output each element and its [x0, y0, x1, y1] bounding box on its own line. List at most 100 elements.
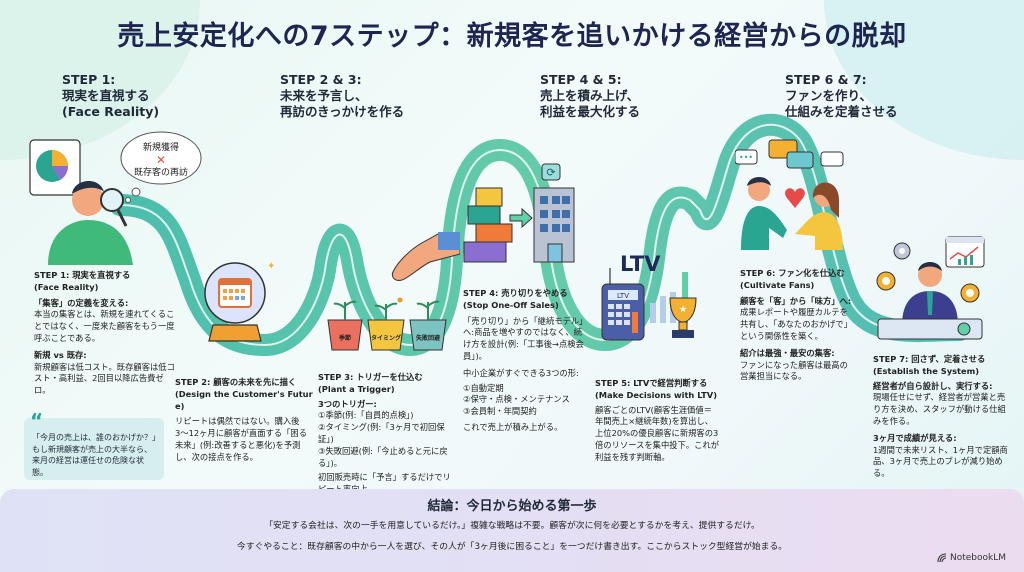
phase-step-label: STEP 6 & 7:	[785, 72, 867, 87]
pot-2: タイミング	[367, 302, 405, 351]
step-subtitle: (Cultivate Fans)	[740, 279, 815, 290]
paragraph-body: リピートは偶然ではない。購入後3〜12ヶ月に顧客が直面する「困る未来」(例:改善…	[175, 416, 307, 462]
pot-1: 季節	[327, 300, 363, 351]
phase-line1: 現実を直視する	[62, 88, 150, 103]
paragraph-heading: 「集客」の定義を変える:	[34, 297, 129, 308]
paragraph-body: 顧客ごとのLTV(顧客生涯価値＝年間売上×継続年数)を算出し、上位20%の優良顧…	[595, 404, 720, 462]
step-subtitle: (Face Reality)	[34, 281, 99, 292]
phase-step-label: STEP 4 & 5:	[540, 72, 622, 87]
paragraph-heading: 新規 vs 既存:	[34, 349, 87, 360]
step-subtitle: (Stop One-Off Sales)	[463, 299, 559, 310]
quote-text: 「今月の売上は、誰のおかげか？」もし新規顧客が売上の大半なら、来月の経営は運任せ…	[32, 433, 156, 477]
phase-line2: 仕組みを定着させる	[785, 104, 898, 119]
list-item: ③失敗回避(例:「今止めると元に戻る」)。	[318, 445, 448, 468]
paragraph-body: 1週間で未来リスト、1ヶ月で定額商品、3ヶ月で売上のブレが減り始める。	[873, 444, 1008, 479]
thought-bubble: 新規獲得 ✕ 既存客の再訪	[120, 131, 202, 203]
gear-icon	[893, 242, 911, 260]
list-item: ①季節(例:「自員的点検」)	[318, 410, 414, 421]
step-subtitle: (Plant a Trigger)	[318, 383, 395, 394]
ltv-heading: LTV	[620, 252, 661, 276]
calculator-icon: LTV	[601, 283, 645, 341]
step-title: STEP 3: トリガーを仕込む	[318, 372, 423, 382]
step-title: STEP 5: LTVで経営判断する	[595, 378, 708, 388]
speech-bubble-icon: •••	[735, 149, 758, 165]
pie-chart-icon	[29, 139, 81, 196]
step-subtitle: (Establish the System)	[873, 365, 980, 376]
phase-step-label: STEP 1:	[62, 72, 116, 87]
paragraph-body: 「売り切り」から「継続モデル」へ:商品を増やすのではなく、続け方を設計(例:「工…	[463, 315, 588, 361]
svg-text:•••: •••	[739, 153, 753, 162]
step2-description: STEP 2: 顧客の未来を先に描く (Design the Customer'…	[175, 377, 313, 469]
step4-description: STEP 4: 売り切りをやめる (Stop One-Off Sales) 「売…	[463, 288, 588, 434]
phase-heading-3: STEP 4 & 5: 売上を積み上げ、 利益を最大化する	[540, 72, 640, 120]
refresh-icon	[541, 163, 561, 181]
svg-text:★: ★	[679, 305, 687, 315]
phase-heading-4: STEP 6 & 7: ファンを作り、 仕組みを定着させる	[785, 72, 898, 120]
notebooklm-logo-icon	[937, 553, 947, 563]
step1-description: STEP 1: 現実を直視する (Face Reality) 「集客」の定義を変…	[34, 270, 179, 402]
paragraph-heading: 紹介は最強・最安の集客:	[740, 347, 835, 358]
arrow-right-icon	[509, 207, 533, 229]
trophy-icon: ★	[669, 297, 697, 338]
step-title: STEP 6: ファン化を仕込む	[740, 268, 845, 278]
svg-text:⟳: ⟳	[546, 166, 555, 179]
paragraph-body: 成果レポートや履歴カルテを共有し、「あなたのおかげで」という関係性を築く。	[740, 307, 853, 341]
paragraph-body: 新規顧客は低コスト。既存顧客は低コスト・高利益、2回目以降広告費ゼロ。	[34, 361, 175, 396]
handshake-fans-illustration: •••	[735, 139, 844, 250]
step-subtitle: (Make Decisions with LTV)	[595, 389, 718, 400]
phase-step-label: STEP 2 & 3:	[280, 72, 362, 87]
quote-box: “ 「今月の売上は、誰のおかげか？」もし新規顧客が売上の大半なら、来月の経営は運…	[24, 409, 164, 480]
pot-label: タイミング	[371, 334, 401, 342]
brand-name: NotebookLM	[949, 553, 1006, 563]
bubble-revisit: 既存客の再訪	[134, 166, 188, 178]
list-heading: 中小企業がすぐできる3つの形:	[463, 367, 579, 378]
cross-icon: ✕	[156, 153, 166, 167]
page-title: 売上安定化への7ステップ：新規客を追いかける経営からの脱却	[117, 21, 907, 52]
phase-heading-1: STEP 1: 現実を直視する (Face Reality)	[62, 72, 159, 120]
building-blocks-illustration: ⟳	[463, 163, 575, 263]
quote-mark-icon: “	[30, 409, 44, 433]
conclusion-line-1: 「安定する会社は、次の一手を用意しているだけ。」複雑な戦略は不要。顧客が次に何を…	[264, 521, 760, 531]
step3-description: STEP 3: トリガーを仕込む (Plant a Trigger) 3つのトリ…	[318, 372, 458, 496]
speech-bubble-icon	[820, 151, 844, 167]
step-title: STEP 1: 現実を直視する	[34, 270, 131, 280]
step5-description: STEP 5: LTVで経営判断する (Make Decisions with …	[595, 378, 720, 469]
list-item: ①自動定期	[463, 382, 504, 393]
pot-label: 失敗回避	[416, 334, 440, 342]
conclusion-title: 結論：今日から始める第一歩	[427, 499, 597, 514]
conclusion-panel: 結論：今日から始める第一歩 「安定する会社は、次の一手を用意しているだけ。」複雑…	[0, 489, 1024, 572]
paragraph-body: 現場任せにせず、経営者が営業と売り方を決め、スタッフが動ける仕組みを作る。	[873, 392, 1006, 426]
speech-bubble-icon	[786, 151, 814, 169]
person-with-magnifier-icon	[48, 180, 133, 265]
step-subtitle: (Design the Customer's Future)	[175, 388, 313, 411]
paragraph-heading: 3ヶ月で成績が見える:	[873, 432, 957, 443]
step-title: STEP 4: 売り切りをやめる	[463, 288, 568, 298]
ltv-calculator-trophy-illustration: LTV ★	[601, 268, 697, 341]
phase-line2: (Face Reality)	[62, 104, 160, 119]
phase-heading-2: STEP 2 & 3: 未来を予言し、 再訪のきっかけを作る	[280, 72, 404, 120]
brand-badge: NotebookLM	[937, 553, 1006, 563]
seed-icon	[397, 297, 403, 303]
plant-trigger-illustration: 季節 タイミング 失敗回避	[327, 232, 460, 351]
heart-icon	[785, 188, 805, 208]
paragraph-heading: 3つのトリガー:	[318, 398, 377, 409]
pot-3: 失敗回避	[409, 300, 447, 351]
crystal-ball-calendar-icon: ✦	[204, 261, 275, 342]
phase-line2: 再訪のきっかけを作る	[280, 104, 405, 119]
paragraph-heading: 経営者が自ら設計し、実行する:	[873, 380, 993, 391]
step-title: STEP 2: 顧客の未来を先に描く	[175, 377, 297, 387]
bubble-new-acquisition: 新規獲得	[143, 141, 179, 153]
phase-line2: 利益を最大化する	[540, 104, 641, 119]
conclusion-line-2: 今すぐやること：既存顧客の中から一人を選び、その人が「3ヶ月後に困ること」を一つ…	[236, 542, 788, 552]
step-footer: これで売上が積み上がる。	[463, 421, 563, 432]
step6-description: STEP 6: ファン化を仕込む (Cultivate Fans) 顧客を「客」…	[740, 268, 852, 388]
phase-line1: 未来を予言し、	[280, 88, 368, 103]
phase-line1: ファンを作り、	[785, 88, 873, 103]
list-item: ②タイミング(例:「3ヶ月で初回保証」)	[318, 422, 445, 444]
paragraph-body: ファンになった顧客は最高の営業担当になる。	[740, 359, 848, 382]
paragraph-body: 本当の集客とは、新規を連れてくることではなく、一度来た顧客をもう一度呼ぶことであ…	[34, 309, 175, 343]
chart-window-icon	[945, 236, 985, 268]
calculator-label: LTV	[617, 292, 629, 300]
paragraph-heading: 顧客を「客」から「味方」へ:	[740, 295, 852, 306]
list-item: ②保守・点検・メンテナンス	[463, 394, 570, 405]
